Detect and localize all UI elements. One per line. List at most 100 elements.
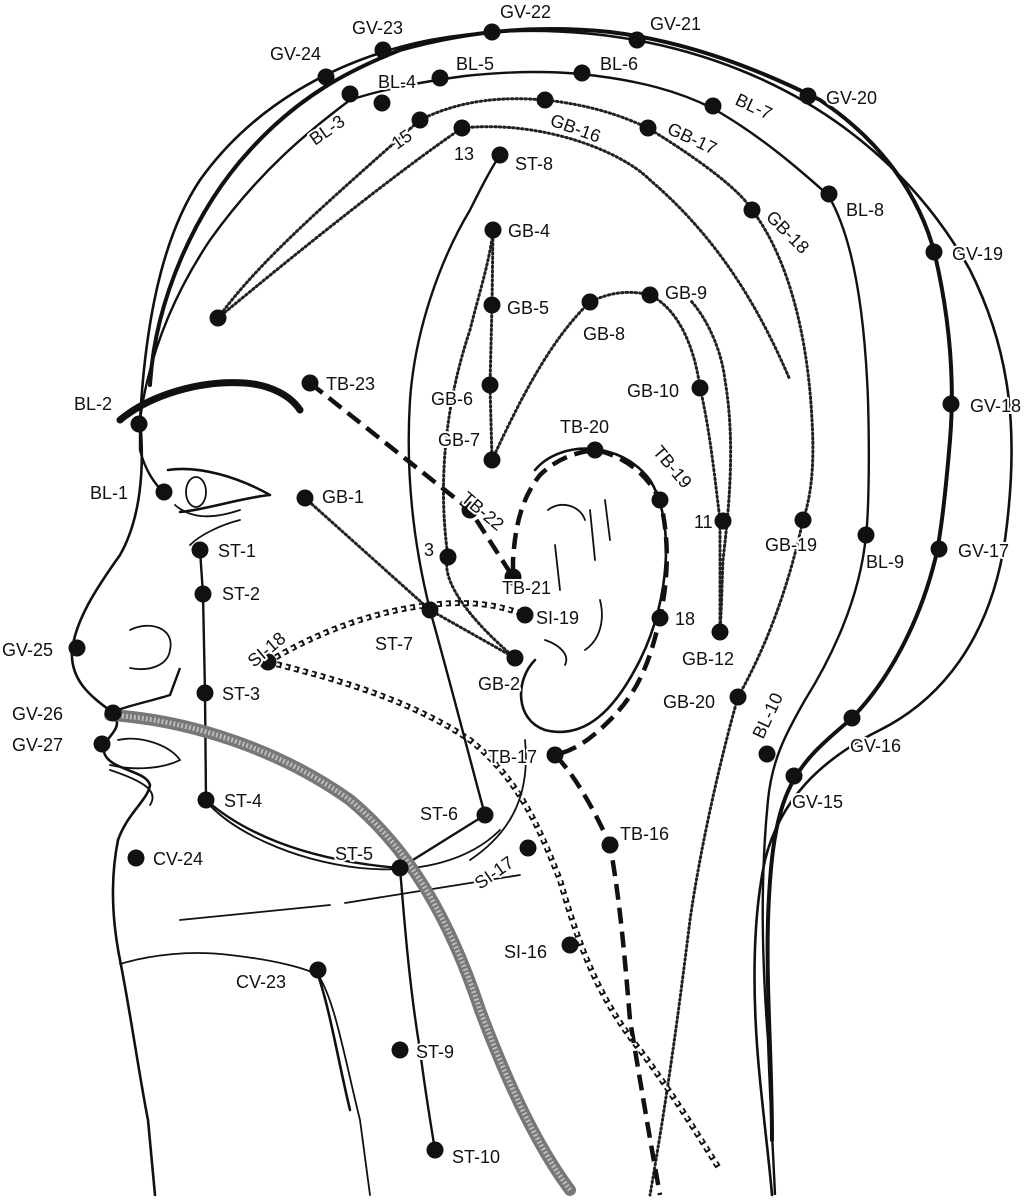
- label-gv-25: GV-25: [2, 640, 53, 660]
- label-gb-1: GB-1: [322, 487, 364, 507]
- label-gv-15: GV-15: [792, 792, 843, 812]
- label-si-16: SI-16: [504, 942, 547, 962]
- label-tb-19: TB-19: [649, 442, 696, 492]
- label-gv-24: GV-24: [270, 44, 321, 64]
- label-gb-11: 11: [694, 512, 713, 532]
- label-gb-6: GB-6: [431, 389, 473, 409]
- label-st-2: ST-2: [222, 584, 260, 604]
- point-gb-11: [715, 513, 732, 530]
- label-tb-17: TB-17: [488, 747, 537, 767]
- label-gb-8: GB-8: [583, 324, 625, 344]
- point-gb-9: [642, 287, 659, 304]
- point-st-4: [198, 792, 215, 809]
- point-cv-23: [310, 962, 327, 979]
- label-gv-22: GV-22: [500, 2, 551, 22]
- point-gb-15: [412, 112, 429, 129]
- point-gv-26: [105, 705, 122, 722]
- label-st-4: ST-4: [224, 791, 262, 811]
- label-gv-19: GV-19: [952, 244, 1003, 264]
- label-bl-10: BL-10: [748, 690, 786, 742]
- label-gb-13: 13: [454, 144, 474, 164]
- point-bl-6: [574, 65, 591, 82]
- point-gv-25: [69, 640, 86, 657]
- point-gv-15: [786, 768, 803, 785]
- point-st-7: [422, 602, 439, 619]
- point-gb-1: [297, 490, 314, 507]
- gb-meridian-line: [218, 99, 813, 1195]
- label-gv-18: GV-18: [970, 396, 1021, 416]
- point-st-5: [392, 860, 409, 877]
- label-tb-20: TB-20: [560, 417, 609, 437]
- label-st-9: ST-9: [416, 1042, 454, 1062]
- point-bl-1: [156, 484, 173, 501]
- label-st-1: ST-1: [218, 541, 256, 561]
- point-gb-19: [795, 512, 812, 529]
- point-bl-8: [821, 186, 838, 203]
- label-gb-20: GB-20: [663, 692, 715, 712]
- point-gb-13: [454, 120, 471, 137]
- point-st-8: [492, 147, 509, 164]
- point-tb-17: [547, 747, 564, 764]
- point-st-1: [192, 542, 209, 559]
- point-si-16: [562, 937, 579, 954]
- point-gb-6: [482, 377, 499, 394]
- label-gb-5: GB-5: [507, 298, 549, 318]
- point-si-17: [520, 840, 537, 857]
- label-st-5: ST-5: [335, 844, 373, 864]
- label-gv-26: GV-26: [12, 704, 63, 724]
- label-st-6: ST-6: [420, 804, 458, 824]
- label-gv-20: GV-20: [826, 88, 877, 108]
- point-tb-19: [652, 492, 669, 509]
- label-st-8: ST-8: [515, 154, 553, 174]
- label-gv-17: GV-17: [958, 541, 1009, 561]
- point-bl-4: [374, 95, 391, 112]
- point-tb-23: [302, 375, 319, 392]
- label-bl-5: BL-5: [456, 54, 494, 74]
- point-si-19: [517, 607, 534, 624]
- label-bl-3: BL-3: [306, 111, 349, 149]
- label-tb-21: TB-21: [502, 578, 551, 598]
- point-gb-12: [712, 624, 729, 641]
- point-gv-16: [844, 710, 861, 727]
- label-bl-8: BL-8: [846, 200, 884, 220]
- point-tb-20: [587, 442, 604, 459]
- point-gb-20: [730, 689, 747, 706]
- point-cv-24: [128, 850, 145, 867]
- point-bl-3: [342, 86, 359, 103]
- label-st-3: ST-3: [222, 684, 260, 704]
- label-tb-23: TB-23: [326, 374, 375, 394]
- point-st-3: [197, 685, 214, 702]
- label-gb-2: GB-2: [478, 674, 520, 694]
- label-gb-7: GB-7: [438, 430, 480, 450]
- point-gv-17: [931, 541, 948, 558]
- st-meridian-line: [200, 155, 500, 1150]
- label-gb-12: GB-12: [682, 649, 734, 669]
- label-si-17: SI-17: [471, 852, 518, 893]
- label-tb-16: TB-16: [620, 824, 669, 844]
- point-tb-18: [652, 610, 669, 627]
- point-gb-18: [744, 202, 761, 219]
- point-gb-5: [484, 297, 501, 314]
- label-gb-3: 3: [424, 540, 434, 560]
- label-bl-2: BL-2: [74, 394, 112, 414]
- point-bl-9: [858, 527, 875, 544]
- point-gb-17: [640, 120, 657, 137]
- label-bl-1: BL-1: [90, 483, 128, 503]
- point-bl-7: [705, 98, 722, 115]
- point-bl-5: [432, 70, 449, 87]
- point-gb-8: [582, 294, 599, 311]
- label-gb-17: GB-17: [664, 118, 720, 158]
- point-st-10: [427, 1142, 444, 1159]
- point-gb-3: [440, 549, 457, 566]
- label-st-7: ST-7: [375, 634, 413, 654]
- point-gv-18: [943, 396, 960, 413]
- point-gb-10: [692, 380, 709, 397]
- point-st-6: [477, 807, 494, 824]
- label-gb-15: 15: [388, 125, 416, 153]
- label-st-10: ST-10: [452, 1147, 500, 1167]
- label-cv-24: CV-24: [153, 849, 203, 869]
- label-bl-7: BL-7: [732, 89, 775, 123]
- point-st-9: [392, 1042, 409, 1059]
- point-gb-4: [485, 222, 502, 239]
